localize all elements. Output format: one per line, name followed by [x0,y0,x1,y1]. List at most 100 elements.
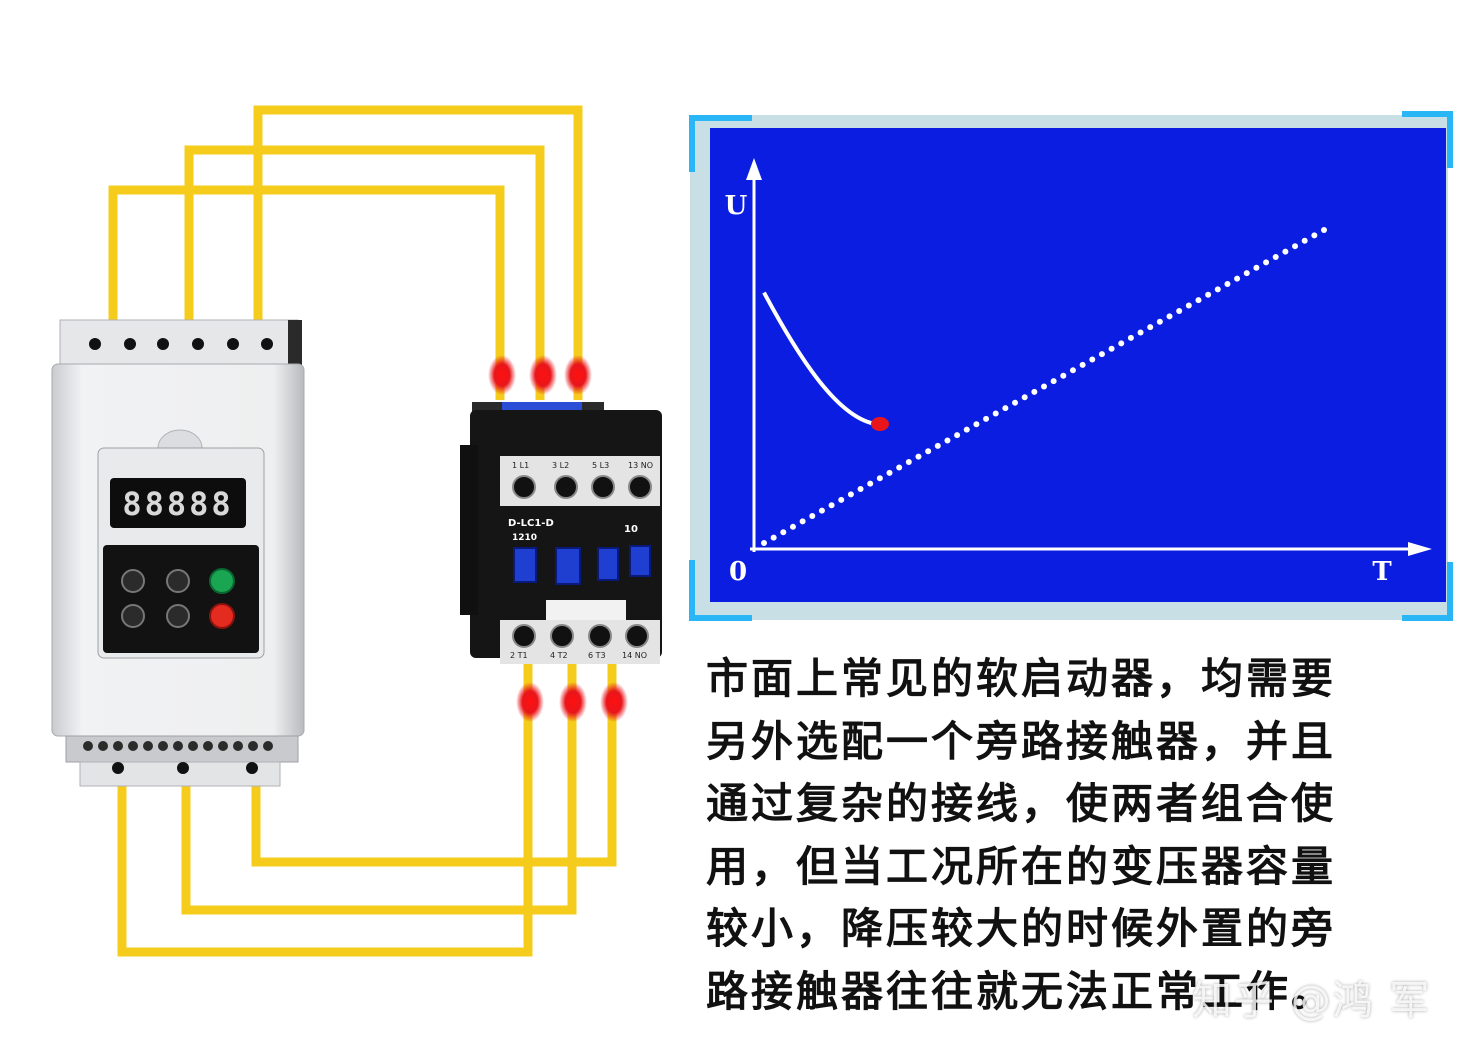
dotted-ramp-point [905,459,912,466]
dotted-ramp-point [1147,324,1154,331]
dotted-ramp-point [828,502,835,509]
description-line-1: 市面上常见的软启动器，均需要 [706,654,1337,703]
top-terminal-label-1: 1 L1 [512,461,529,470]
curve-end-marker [871,417,889,432]
dotted-ramp-point [770,534,777,541]
dotted-ramp-point [1311,232,1318,239]
dotted-ramp-point [1166,313,1173,320]
run-button[interactable] [209,568,235,594]
contactor-blue-slots [513,545,651,585]
glow-bottom-t2 [559,682,587,722]
keypad [121,568,235,629]
bypass-contactor: 1 L1 3 L2 5 L3 13 NO D-LC1-D 1210 10 2 T… [460,402,662,664]
top-terminal-label-2: 3 L2 [552,461,569,470]
connection-glows [488,355,628,722]
wire-bottom-t2 [181,660,577,915]
description-line-6: 路接触器往往就无法正常工作。 [706,966,1337,1016]
glow-top-l3 [564,355,592,395]
control-terminal-screws [83,741,273,751]
dotted-ramp-point [1234,275,1241,282]
dotted-ramp-point [992,410,999,417]
contactor-code: 10 [624,524,638,535]
top-terminal-screws [512,475,652,499]
dotted-ramp-point [973,421,980,428]
watermark: 知乎 @鸿 军 [1192,978,1432,1024]
dotted-ramp-point [1301,237,1308,244]
description-line-5: 较小，降压较大的时候外置的旁 [706,904,1337,953]
dotted-ramp-point [1069,367,1076,374]
bottom-terminal-label-1: 2 T1 [510,651,528,660]
wire-bottom-t1 [117,660,533,957]
graph-axes [746,158,1432,556]
wire-top-l2 [184,145,545,400]
dotted-ramp-point [1108,345,1115,352]
dotted-ramp-point [944,437,951,444]
dotted-ramp-point [809,513,816,520]
bottom-terminal-labels: 2 T1 4 T2 6 T3 14 NO [510,651,647,660]
voltage-graph: U T 0 [689,111,1453,621]
glow-bottom-t3 [600,682,628,722]
dotted-ramp-point [1050,378,1057,385]
dotted-ramp-point [876,475,883,482]
wire-top-l1 [108,185,505,400]
dotted-ramp-point [1079,361,1086,368]
top-terminal-label-4: 13 NO [628,461,653,470]
dotted-ramp-point [1156,318,1163,325]
soft-starter: 88888 [51,319,305,787]
dotted-ramp-point [1031,388,1038,395]
soft-start-voltage-curve [762,291,877,427]
description-line-2: 另外选配一个旁路接触器，并且 [706,716,1337,766]
bottom-terminal-label-2: 4 T2 [550,651,568,660]
dotted-ramp-point [1021,394,1028,401]
dotted-ramp-point [1185,302,1192,309]
dotted-ramp-point [1214,286,1221,293]
glow-bottom-t1 [516,682,544,722]
dotted-ramp-point [954,432,961,439]
dotted-ramp-point [1127,334,1134,341]
dotted-ramp-point [1089,356,1096,363]
contactor-model-label: D-LC1-D [508,518,554,529]
dotted-ramp-point [1118,340,1125,347]
description-text: 市面上常见的软启动器，均需要 另外选配一个旁路接触器，并且 通过复杂的接线，使两… [706,648,1446,1023]
dotted-ramp-point [915,453,922,460]
keypad-button-1[interactable] [121,569,145,593]
dotted-ramp-point [1292,243,1299,250]
dotted-ramp-point [780,529,787,536]
dotted-ramp-point [1137,329,1144,336]
led-display: 88888 [122,485,233,523]
top-terminal-label-3: 5 L3 [592,461,609,470]
dotted-ramp-point [847,491,854,498]
dotted-ramp-point [1060,372,1067,379]
bottom-terminal-label-4: 14 NO [622,651,647,660]
dotted-ramp-point [1272,253,1279,260]
dotted-ramp-point [1282,248,1289,255]
contactor-model-number: 1210 [512,533,537,543]
keypad-button-3[interactable] [121,604,145,628]
description-line-3: 通过复杂的接线，使两者组合使 [706,779,1337,828]
dotted-ramp-point [789,523,796,530]
dotted-ramp-point [867,480,874,487]
keypad-button-4[interactable] [166,604,190,628]
graph-panel [710,128,1446,602]
bottom-terminal-screws [512,624,649,648]
output-terminal-screws [112,762,258,774]
x-axis-label: T [1372,557,1392,587]
origin-label: 0 [729,557,747,587]
dotted-ramp-point [1224,280,1231,287]
dotted-ramp-point [857,486,864,493]
dotted-ramp-point [925,448,932,455]
wire-top-l3 [253,105,583,400]
stop-button[interactable] [209,603,235,629]
plot-series [761,227,1327,546]
dotted-ramp-point [761,540,767,546]
bottom-terminal-label-3: 6 T3 [588,651,606,660]
dotted-ramp-point [818,507,825,514]
glow-top-l2 [529,355,557,395]
dotted-ramp-point [963,426,970,433]
dotted-ramp-point [1263,259,1270,266]
dotted-ramp-point [1205,291,1212,298]
keypad-button-2[interactable] [166,569,190,593]
dotted-ramp-point [1243,270,1250,277]
dotted-ramp-point [896,464,903,471]
